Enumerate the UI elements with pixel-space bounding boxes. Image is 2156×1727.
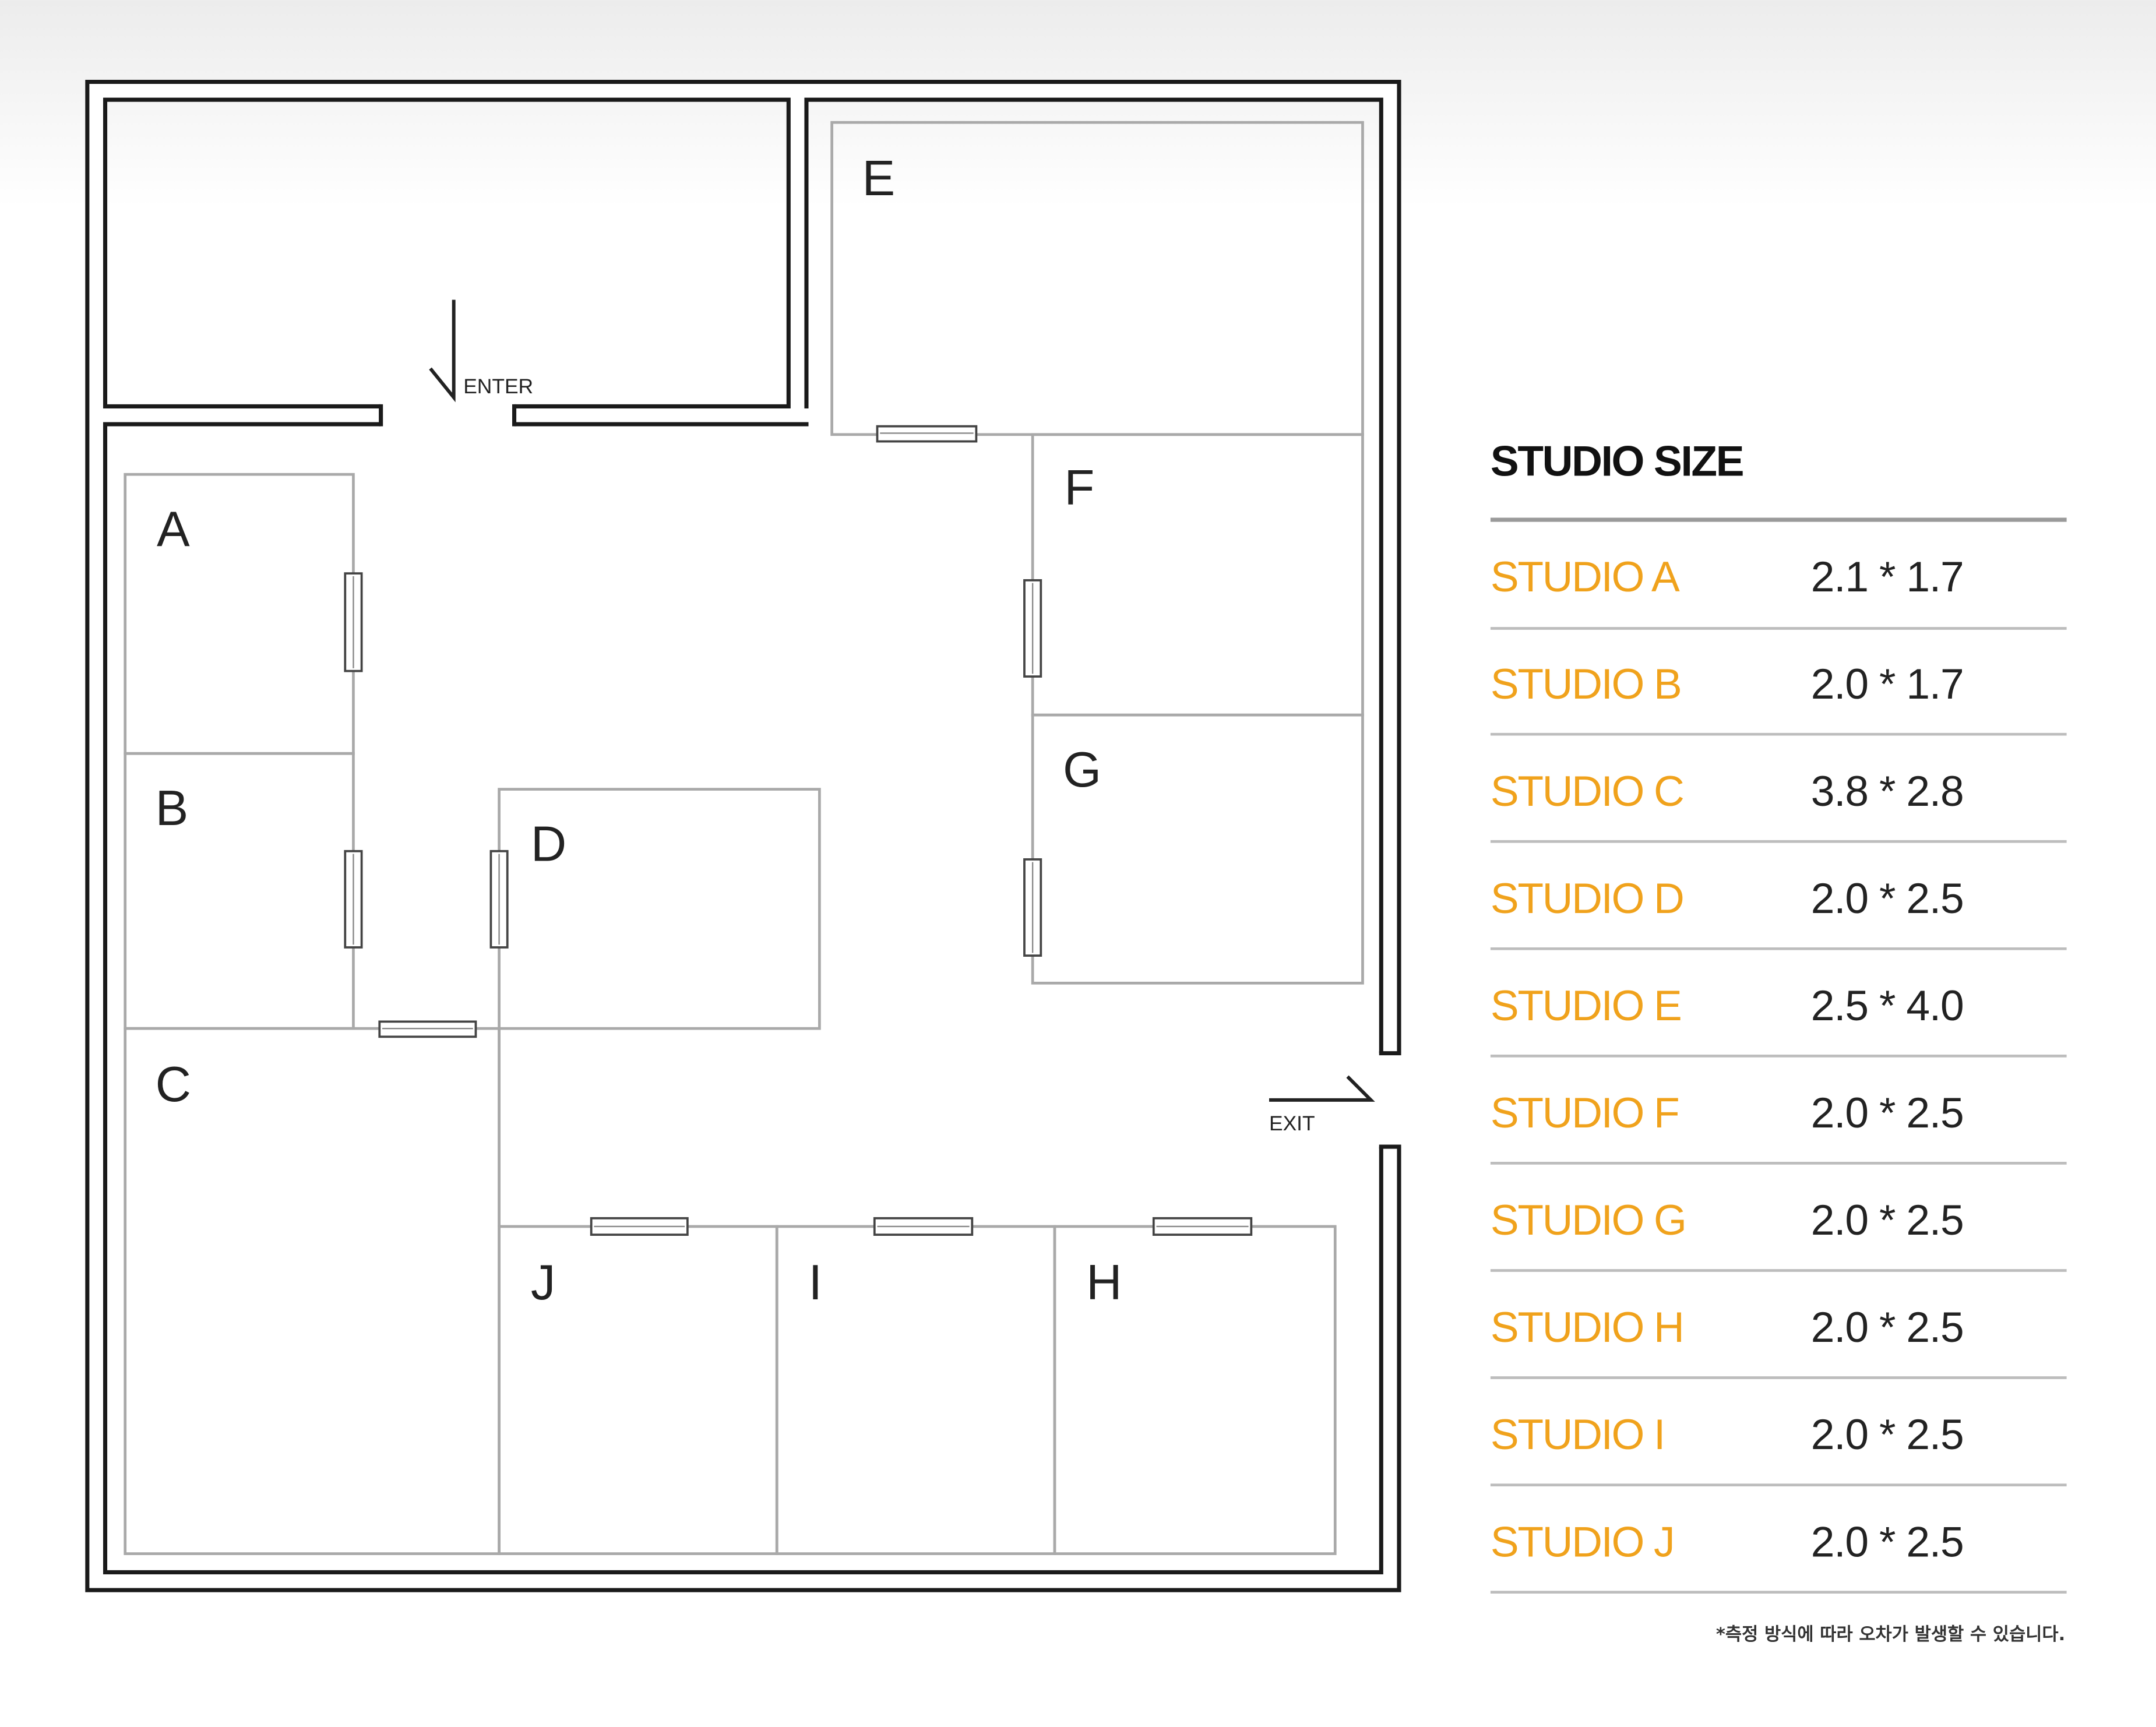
room-label-g: G <box>1063 742 1101 797</box>
exit-label: EXIT <box>1269 1112 1315 1135</box>
door-e <box>876 425 978 443</box>
studio-size-value: 2.1 * 1.7 <box>1811 553 1964 601</box>
studio-name: STUDIO B <box>1491 660 1681 708</box>
door-g <box>1023 858 1042 957</box>
enter-arrow-icon <box>429 299 456 403</box>
table-row: STUDIO F 2.0 * 2.5 <box>1490 1089 2067 1165</box>
room-label-c: C <box>156 1056 191 1112</box>
studio-size-table: STUDIO SIZE STUDIO A 2.1 * 1.7 STUDIO B 2.… <box>1490 438 2067 1645</box>
studio-size-title: STUDIO SIZE <box>1491 438 1743 485</box>
table-row: STUDIO G 2.0 * 2.5 <box>1490 1196 2067 1272</box>
studio-name: STUDIO D <box>1491 875 1683 922</box>
door-i <box>873 1217 974 1236</box>
room-label-b: B <box>156 780 189 836</box>
table-row: STUDIO C 3.8 * 2.8 <box>1490 767 2067 843</box>
studio-size-value: 2.0 * 2.5 <box>1811 1196 1964 1244</box>
room-label-f: F <box>1064 460 1094 515</box>
room-label-a: A <box>157 501 190 556</box>
room-labels: A B C D E F G J I H <box>156 150 1122 1310</box>
exit-marker: EXIT <box>1269 1075 1375 1135</box>
studio-name: STUDIO E <box>1491 982 1681 1030</box>
room-label-j: J <box>531 1254 555 1310</box>
enter-label: ENTER <box>463 375 533 398</box>
exit-arrow-icon <box>1269 1075 1375 1102</box>
studio-size-value: 2.0 * 2.5 <box>1811 1303 1964 1351</box>
studio-size-value: 3.8 * 2.8 <box>1811 767 1964 815</box>
room-label-e: E <box>862 150 896 206</box>
studio-name: STUDIO H <box>1491 1303 1683 1351</box>
room-label-h: H <box>1086 1254 1122 1310</box>
table-row: STUDIO I 2.0 * 2.5 <box>1490 1411 2067 1486</box>
studio-name: STUDIO J <box>1491 1518 1674 1566</box>
enter-marker: ENTER <box>429 299 533 403</box>
studio-name: STUDIO G <box>1491 1196 1686 1244</box>
studio-size-value: 2.0 * 1.7 <box>1811 660 1964 708</box>
door-h <box>1152 1217 1253 1236</box>
studio-size-value: 2.0 * 2.5 <box>1811 1089 1964 1137</box>
door-a <box>344 572 363 672</box>
room-g <box>1031 713 1364 985</box>
table-row: STUDIO J 2.0 * 2.5 <box>1490 1518 2067 1594</box>
walls <box>85 79 1401 1592</box>
room-label-d: D <box>531 816 566 871</box>
studio-name: STUDIO I <box>1491 1411 1664 1458</box>
studio-size-value: 2.0 * 2.5 <box>1811 1411 1964 1458</box>
studio-size-value: 2.5 * 4.0 <box>1811 982 1964 1030</box>
table-row: STUDIO D 2.0 * 2.5 <box>1490 875 2067 950</box>
studio-size-value: 2.0 * 2.5 <box>1811 875 1964 922</box>
doors <box>344 425 1253 1236</box>
table-row: STUDIO H 2.0 * 2.5 <box>1490 1303 2067 1379</box>
footnote: *측정 방식에 따라 오차가 발생할 수 있습니다. <box>1716 1624 2065 1645</box>
table-row: STUDIO A 2.1 * 1.7 <box>1490 553 2067 630</box>
table-row: STUDIO E 2.5 * 4.0 <box>1490 982 2067 1058</box>
door-b <box>344 850 363 949</box>
door-f <box>1023 579 1042 678</box>
door-d <box>489 850 509 949</box>
door-c <box>378 1020 477 1038</box>
table-row: STUDIO B 2.0 * 1.7 <box>1490 660 2067 736</box>
studio-size-value: 2.0 * 2.5 <box>1811 1518 1964 1566</box>
studio-name: STUDIO F <box>1491 1089 1678 1137</box>
room-label-i: I <box>809 1254 823 1310</box>
studio-name: STUDIO C <box>1491 767 1683 815</box>
door-j <box>590 1217 689 1236</box>
studio-name: STUDIO A <box>1491 553 1680 601</box>
